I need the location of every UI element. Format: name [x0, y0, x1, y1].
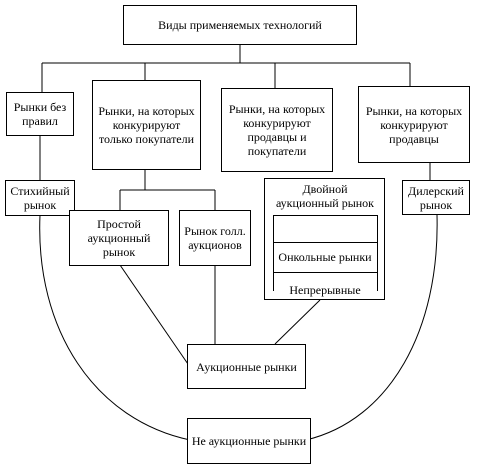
subtype-dutch-auction: Рынок голл. аукционов — [179, 210, 251, 266]
category-sellers: Рынки, на которых конкурируют продавцы — [358, 86, 470, 163]
group-auction-markets-label: Аукционные рынки — [196, 359, 297, 374]
group-non-auction-markets-label: Не аукционные рынки — [191, 434, 307, 448]
connector-double-auction — [274, 299, 321, 345]
subtype-simple-auction: Простой аукционный рынок — [69, 210, 169, 266]
category-sellers-and-buyers: Рынки, на которых конкурируют продавцы и… — [221, 88, 333, 172]
double-auction-divider-3 — [273, 272, 377, 273]
group-non-auction-markets: Не аукционные рынки — [187, 418, 311, 464]
category-buyers-only-label: Рынки, на которых конкурируют только пок… — [98, 104, 195, 146]
subtype-double-auction-label: Двойной аукционный рынок — [275, 182, 375, 210]
subtype-spontaneous: Стихийный рынок — [5, 180, 75, 216]
subtype-dutch-auction-label: Рынок голл. аукционов — [184, 224, 246, 252]
category-buyers-only: Рынки, на которых конкурируют только пок… — [92, 80, 201, 170]
connector-simple-auction — [119, 264, 191, 368]
category-no-rules-label: Рынки без правил — [13, 100, 67, 128]
subtype-dealer-label: Дилерский рынок — [408, 183, 464, 212]
category-sellers-and-buyers-label: Рынки, на которых конкурируют продавцы и… — [228, 102, 326, 158]
connector-spontaneous-curve — [39, 214, 191, 441]
title-text: Виды применяемых технологий — [158, 18, 322, 32]
subtype-continuous-label: Непрерывные — [289, 283, 361, 297]
subtype-simple-auction-label: Простой аукционный рынок — [87, 217, 151, 259]
double-auction-inner-left — [273, 215, 274, 291]
category-no-rules: Рынки без правил — [6, 92, 74, 136]
title-box: Виды применяемых технологий — [123, 5, 357, 45]
subtype-dealer: Дилерский рынок — [402, 180, 470, 215]
group-auction-markets: Аукционные рынки — [187, 344, 306, 389]
connector-dealer-curve — [305, 214, 438, 441]
double-auction-divider-1 — [273, 215, 377, 216]
subtype-call-markets-label: Онкольные рынки — [278, 250, 372, 264]
double-auction-divider-2 — [273, 242, 377, 243]
subtype-double-auction-group: Двойной аукционный рынок Онкольные рынки… — [264, 178, 385, 300]
category-sellers-label: Рынки, на которых конкурируют продавцы — [365, 103, 463, 146]
double-auction-inner-right — [377, 215, 378, 291]
subtype-spontaneous-label: Стихийный рынок — [10, 184, 70, 212]
